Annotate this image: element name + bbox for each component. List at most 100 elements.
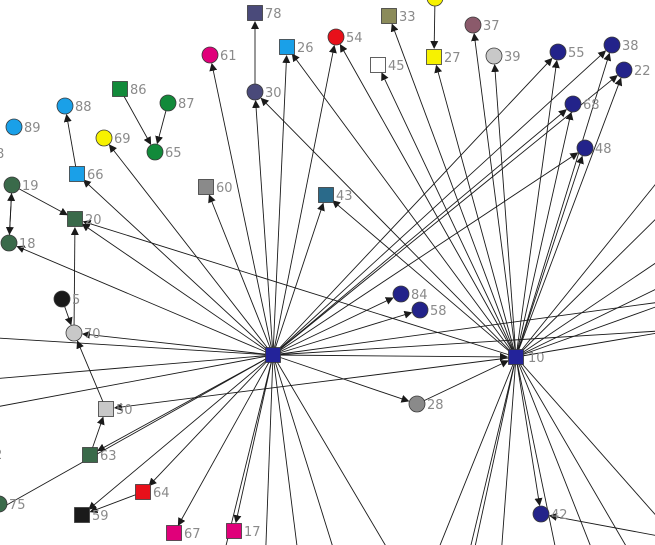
node-shape-28[interactable] [408, 395, 426, 413]
node-shape-n_top[interactable] [426, 0, 444, 7]
node-shape-43[interactable] [318, 187, 334, 203]
node-shape-63[interactable] [82, 447, 98, 463]
node-78[interactable]: 78 [247, 5, 282, 23]
node-label-27: 27 [444, 51, 461, 66]
node-label-26: 26 [297, 41, 314, 56]
node-shape-18[interactable] [0, 234, 18, 252]
node-shape-27[interactable] [426, 49, 442, 65]
node-26[interactable]: 26 [279, 39, 314, 57]
node-89[interactable]: 89 [5, 118, 41, 136]
node-label-20: 20 [85, 213, 102, 228]
node-66[interactable]: 66 [69, 166, 104, 184]
node-shape-75[interactable] [0, 495, 8, 513]
node-8[interactable]: 8 [0, 147, 4, 162]
node-shape-68[interactable] [564, 95, 582, 113]
node-38[interactable]: 38 [603, 36, 639, 54]
node-30[interactable]: 30 [246, 83, 282, 101]
node-shape-65[interactable] [146, 143, 164, 161]
node-28[interactable]: 28 [408, 395, 444, 413]
node-shape-54[interactable] [327, 28, 345, 46]
node-58[interactable]: 58 [411, 301, 447, 319]
node-shape-37[interactable] [464, 16, 482, 34]
node-shape-50[interactable] [98, 401, 114, 417]
edge-nHub1-n59 [88, 354, 274, 510]
node-shape-42[interactable] [532, 505, 550, 523]
node-shape-89[interactable] [5, 118, 23, 136]
node-shape-17[interactable] [226, 523, 242, 539]
node-27[interactable]: 27 [426, 49, 461, 67]
node-86[interactable]: 86 [112, 81, 147, 99]
node-shape-10[interactable] [508, 349, 524, 365]
node-54[interactable]: 54 [327, 28, 363, 46]
node-shape-19[interactable] [3, 176, 21, 194]
node-shape-20[interactable] [67, 211, 83, 227]
node-65[interactable]: 65 [146, 143, 182, 161]
edge-n_right7-n42 [548, 513, 655, 536]
node-shape-69[interactable] [95, 129, 113, 147]
node-shape-84[interactable] [392, 285, 410, 303]
node-17[interactable]: 17 [226, 523, 261, 541]
node-shape-55[interactable] [549, 43, 567, 61]
node-20[interactable]: 20 [67, 211, 102, 229]
node-67[interactable]: 67 [166, 525, 201, 543]
edge-n10-n38 [515, 52, 612, 358]
node-45[interactable]: 45 [370, 57, 405, 75]
node-22[interactable]: 22 [615, 61, 651, 79]
node-70[interactable]: 70 [65, 324, 101, 342]
node-label-63: 63 [100, 449, 117, 464]
node-84[interactable]: 84 [392, 285, 428, 303]
node-shape-45[interactable] [370, 57, 386, 73]
node-shape-87[interactable] [159, 94, 177, 112]
node-75[interactable]: 75 [0, 495, 26, 513]
node-55[interactable]: 55 [549, 43, 585, 61]
node-n_top[interactable] [426, 0, 444, 7]
node-label-33: 33 [399, 10, 416, 25]
node-shape-5[interactable] [53, 290, 71, 308]
node-shape-33[interactable] [381, 8, 397, 24]
node-69[interactable]: 69 [95, 129, 131, 147]
node-shape-26[interactable] [279, 39, 295, 55]
node-63[interactable]: 63 [82, 447, 117, 465]
node-5[interactable]: 5 [53, 290, 80, 308]
node-88[interactable]: 88 [56, 97, 92, 115]
node-shape-88[interactable] [56, 97, 74, 115]
node-shape-66[interactable] [69, 166, 85, 182]
node-60[interactable]: 60 [198, 179, 233, 197]
node-label-55: 55 [568, 46, 585, 61]
node-nHub1[interactable] [265, 347, 281, 363]
node-33[interactable]: 33 [381, 8, 416, 26]
node-shape-78[interactable] [247, 5, 263, 21]
node-shape-nHub1[interactable] [265, 347, 281, 363]
node-shape-48[interactable] [576, 139, 594, 157]
node-43[interactable]: 43 [318, 187, 353, 205]
node-shape-59[interactable] [74, 507, 90, 523]
node-shape-64[interactable] [135, 484, 151, 500]
node-shape-58[interactable] [411, 301, 429, 319]
node-18[interactable]: 18 [0, 234, 36, 252]
node-19[interactable]: 19 [3, 176, 39, 194]
node-shape-67[interactable] [166, 525, 182, 541]
node-61[interactable]: 61 [201, 46, 237, 64]
node-87[interactable]: 87 [159, 94, 195, 112]
node-39[interactable]: 39 [485, 47, 521, 65]
node-68[interactable]: 68 [564, 95, 600, 113]
node-64[interactable]: 64 [135, 484, 170, 502]
node-shape-70[interactable] [65, 324, 83, 342]
node-shape-38[interactable] [603, 36, 621, 54]
node-shape-39[interactable] [485, 47, 503, 65]
node-label-5: 5 [72, 293, 80, 308]
node-shape-60[interactable] [198, 179, 214, 195]
node-shape-22[interactable] [615, 61, 633, 79]
edge-n10-n_bottom7 [470, 356, 517, 545]
node-shape-86[interactable] [112, 81, 128, 97]
node-50[interactable]: 50 [98, 401, 133, 419]
node-shape-61[interactable] [201, 46, 219, 64]
node-label-86: 86 [130, 83, 147, 98]
node-10[interactable]: 10 [508, 349, 545, 367]
node-59[interactable]: 59 [74, 507, 109, 525]
node-42[interactable]: 42 [532, 505, 568, 523]
node-2[interactable]: 2 [0, 448, 2, 463]
node-37[interactable]: 37 [464, 16, 500, 34]
node-shape-30[interactable] [246, 83, 264, 101]
node-48[interactable]: 48 [576, 139, 612, 157]
